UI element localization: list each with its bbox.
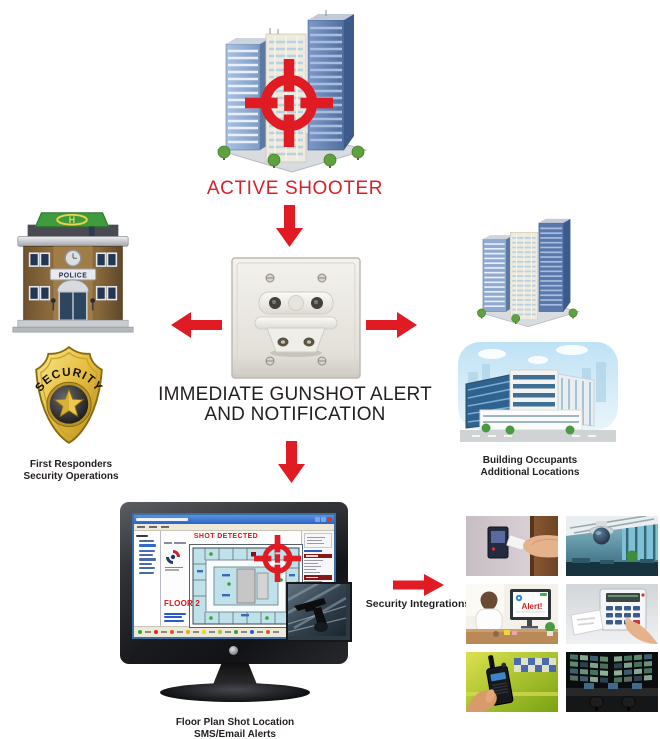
security-badge-icon: SECURITY <box>24 340 114 450</box>
police-sign: POLICE <box>59 272 88 279</box>
city-buildings-icon <box>463 212 593 328</box>
monitor-caption-line1: Floor Plan Shot Location <box>175 717 295 728</box>
responders-caption-line1: First Responders <box>29 459 113 470</box>
alarm-keypad-photo <box>566 584 658 644</box>
responders-caption-line2: Security Operations <box>23 471 119 482</box>
alert-screen-text: Alert! <box>522 602 543 611</box>
arrow-down-icon <box>276 205 303 247</box>
responders-caption: First Responders Security Operations <box>0 459 142 483</box>
integration-photo-grid: Alert! <box>466 516 658 712</box>
monitor-caption: Floor Plan Shot Location SMS/Email Alert… <box>125 717 345 739</box>
sds-logo <box>165 549 183 571</box>
crosshair-target-icon <box>254 535 301 582</box>
two-way-radio-photo <box>466 652 558 712</box>
arrow-down-icon <box>278 441 305 483</box>
arrow-left-icon <box>171 312 222 338</box>
power-button[interactable] <box>229 646 238 655</box>
window-titlebar <box>134 515 334 524</box>
integrations-label: Security Integrations <box>365 598 471 610</box>
occupants-caption-line2: Additional Locations <box>480 467 580 478</box>
monitor: SHOT DETECTED <box>120 502 352 704</box>
occupants-caption: Building Occupants Additional Locations <box>455 455 605 479</box>
breadcrumb <box>164 542 188 560</box>
police-station-icon: H POLICE <box>4 208 142 334</box>
shot-detected-banner: SHOT DETECTED <box>193 533 259 540</box>
maximize-icon <box>321 517 326 522</box>
gunshot-sensor-icon <box>230 256 362 382</box>
floor-plan-canvas: SHOT DETECTED <box>161 531 303 628</box>
active-shooter-label: ACTIVE SHOOTER <box>206 178 384 199</box>
close-icon <box>327 517 332 522</box>
access-control-reader-photo <box>466 516 558 576</box>
site-tree-panel <box>134 531 161 626</box>
window-menubar <box>134 524 334 531</box>
crosshair-target-icon <box>245 59 333 147</box>
heading-line2: AND NOTIFICATION <box>204 404 386 425</box>
monitor-caption-line2: SMS/Email Alerts <box>194 729 276 739</box>
gunshot-alert-heading: IMMEDIATE GUNSHOT ALERT AND NOTIFICATION <box>135 385 455 425</box>
occupants-caption-line1: Building Occupants <box>482 455 578 466</box>
desktop-alert-photo: Alert! <box>466 584 558 644</box>
helipad-letter: H <box>69 215 75 225</box>
arrow-right-icon <box>366 312 417 338</box>
dome-camera-photo <box>566 516 658 576</box>
heading-line1: IMMEDIATE GUNSHOT ALERT <box>158 384 432 405</box>
cctv-gun-inset <box>286 582 352 642</box>
office-complex-icon <box>452 338 624 450</box>
address-text-block <box>164 611 188 622</box>
alert-section-header <box>304 553 332 559</box>
floor-label: FLOOR 2 <box>164 599 201 608</box>
alert-section-header <box>304 575 332 580</box>
arrow-right-icon <box>393 574 444 596</box>
minimize-icon <box>315 517 320 522</box>
video-wall-photo <box>566 652 658 712</box>
monitor-base <box>160 683 310 702</box>
